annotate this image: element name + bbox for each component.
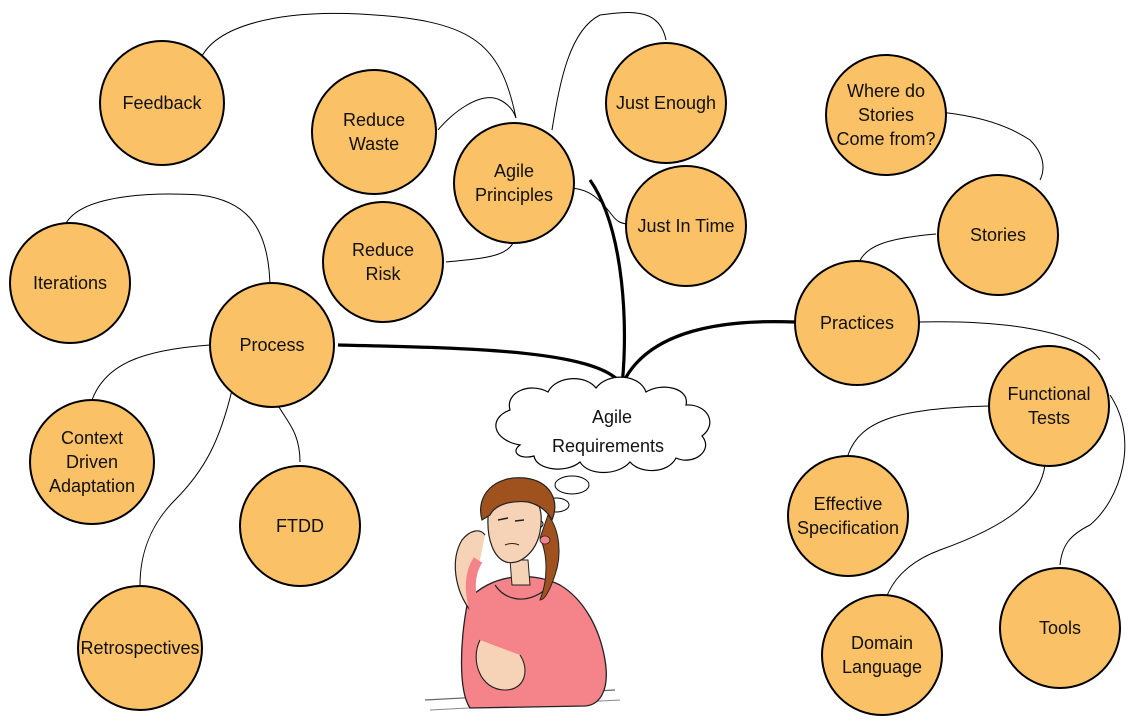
link-process-context (91, 344, 211, 401)
node-circle (999, 567, 1121, 689)
node-circle (787, 455, 909, 577)
node-circle (322, 201, 444, 323)
node-circle (209, 282, 335, 408)
link-principles-just-in-time (567, 187, 631, 225)
node-circle (453, 122, 575, 244)
branch-agile-principles (588, 179, 627, 386)
node-label: Agile (494, 161, 534, 181)
node-circle (99, 40, 225, 166)
node-label: Driven (66, 452, 118, 472)
node-label: Where do (847, 81, 925, 101)
node-tools: Tools (999, 567, 1121, 689)
node-circle (29, 399, 155, 525)
node-circle (9, 222, 131, 344)
node-label: Risk (366, 264, 402, 284)
thinking-woman-clipart (424, 477, 621, 711)
node-just-in-time: Just In Time (625, 165, 747, 287)
node-label: Tools (1039, 618, 1081, 638)
node-circle (988, 345, 1110, 467)
node-circle (311, 69, 437, 195)
node-label: Retrospectives (80, 638, 199, 658)
node-label: Waste (349, 134, 399, 154)
node-circle (825, 54, 947, 176)
node-label: Effective (814, 494, 883, 514)
node-stories: Stories (937, 174, 1059, 296)
node-circle (794, 260, 920, 386)
node-label: Feedback (122, 93, 202, 113)
node-circle (625, 165, 747, 287)
node-label: Practices (820, 313, 894, 333)
node-circle (605, 42, 727, 164)
node-retrospectives: Retrospectives (77, 585, 203, 711)
central-topic-line2: Requirements (552, 436, 664, 456)
central-topic-line1: Agile (592, 407, 632, 427)
link-functional-tools (1059, 394, 1126, 566)
branch-process (337, 343, 624, 386)
link-principles-just-enough (551, 12, 667, 131)
node-label: FTDD (276, 516, 324, 536)
link-process-retrospectives (139, 389, 233, 586)
link-functional-effective (847, 405, 991, 456)
link-principles-feedback (199, 12, 517, 119)
link-process-ftdd (274, 399, 301, 463)
link-principles-reduce-waste (437, 97, 517, 131)
node-label: Process (239, 335, 304, 355)
node-circle (937, 174, 1059, 296)
node-ftdd: FTDD (239, 465, 361, 587)
connectors (64, 12, 1126, 616)
central-cloud: Agile Requirements (495, 376, 711, 473)
branch-practices (620, 320, 796, 386)
node-label: Tests (1028, 408, 1070, 428)
node-label: Reduce (343, 110, 405, 130)
node-circle (77, 585, 203, 711)
node-just-enough: Just Enough (605, 42, 727, 164)
node-label: Just Enough (616, 93, 716, 113)
node-label: Iterations (33, 273, 107, 293)
node-label: Stories (970, 225, 1026, 245)
node-label: Adaptation (49, 476, 135, 496)
node-label: Specification (797, 518, 899, 538)
node-label: Context (61, 428, 123, 448)
node-label: Language (842, 657, 922, 677)
node-label: Come from? (836, 129, 935, 149)
node-process: Process (209, 282, 335, 408)
link-practices-functional (917, 321, 1101, 361)
node-label: Domain (851, 633, 913, 653)
node-label: Just In Time (637, 216, 734, 236)
link-process-iterations (64, 193, 271, 291)
node-circle (821, 594, 943, 716)
node-label: Reduce (352, 240, 414, 260)
node-label: Functional (1007, 384, 1090, 404)
node-label: Stories (858, 105, 914, 125)
link-functional-domain (881, 464, 1046, 616)
node-label: Principles (475, 185, 553, 205)
node-practices: Practices (794, 260, 920, 386)
node-feedback: Feedback (99, 40, 225, 166)
node-circle (239, 465, 361, 587)
node-iterations: Iterations (9, 222, 131, 344)
